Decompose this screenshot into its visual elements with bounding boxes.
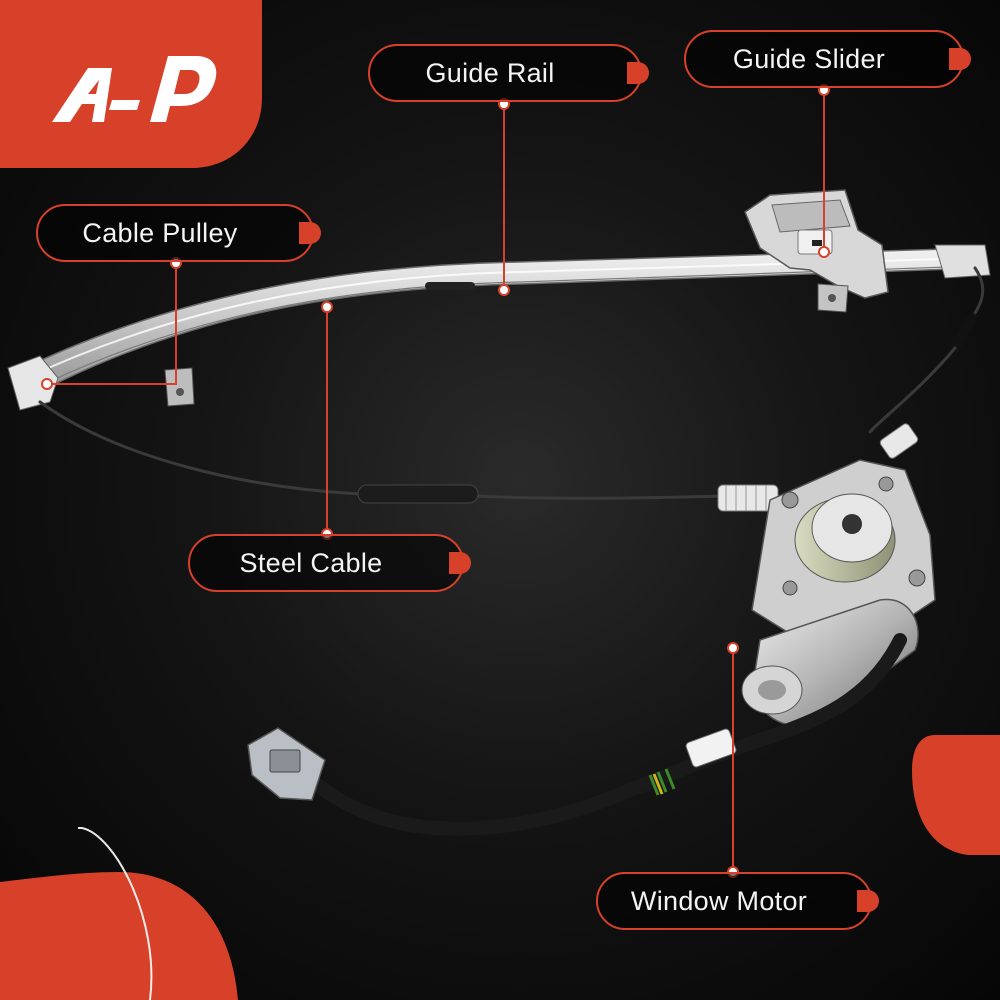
callout-tab-icon <box>299 222 321 244</box>
callout-window-motor: Window Motor <box>596 872 879 930</box>
callout-label: Cable Pulley <box>82 217 238 248</box>
callout-tab-icon <box>449 552 471 574</box>
anchor-dot <box>321 301 333 313</box>
anchor-dot <box>41 378 53 390</box>
leader-cable-pulley <box>47 263 177 385</box>
anchor-dot <box>498 284 510 296</box>
wire-harness-connector <box>247 633 907 836</box>
callout-guide-rail: Guide Rail <box>368 44 649 102</box>
window-motor <box>741 459 936 727</box>
callout-tab-icon <box>949 48 971 70</box>
logo-mark-icon <box>52 56 217 122</box>
accent-outline-arc <box>77 826 153 1000</box>
logo-block <box>0 0 262 168</box>
anchor-dot <box>818 246 830 258</box>
callout-steel-cable: Steel Cable <box>188 534 471 592</box>
guide-slider <box>744 189 889 313</box>
callout-tab-icon <box>857 890 879 912</box>
cable-springs <box>717 423 919 512</box>
callout-label: Window Motor <box>630 885 808 916</box>
callout-guide-slider: Guide Slider <box>684 30 971 88</box>
accent-block-right <box>912 735 1000 855</box>
accent-block-bottom-left <box>0 872 238 1000</box>
callout-label: Steel Cable <box>239 547 383 578</box>
callout-cable-pulley: Cable Pulley <box>36 204 321 262</box>
callout-tab-icon <box>627 62 649 84</box>
callout-label: Guide Slider <box>732 43 886 74</box>
steel-cable <box>38 266 985 504</box>
anchor-dot <box>727 642 739 654</box>
callout-label: Guide Rail <box>425 57 555 88</box>
